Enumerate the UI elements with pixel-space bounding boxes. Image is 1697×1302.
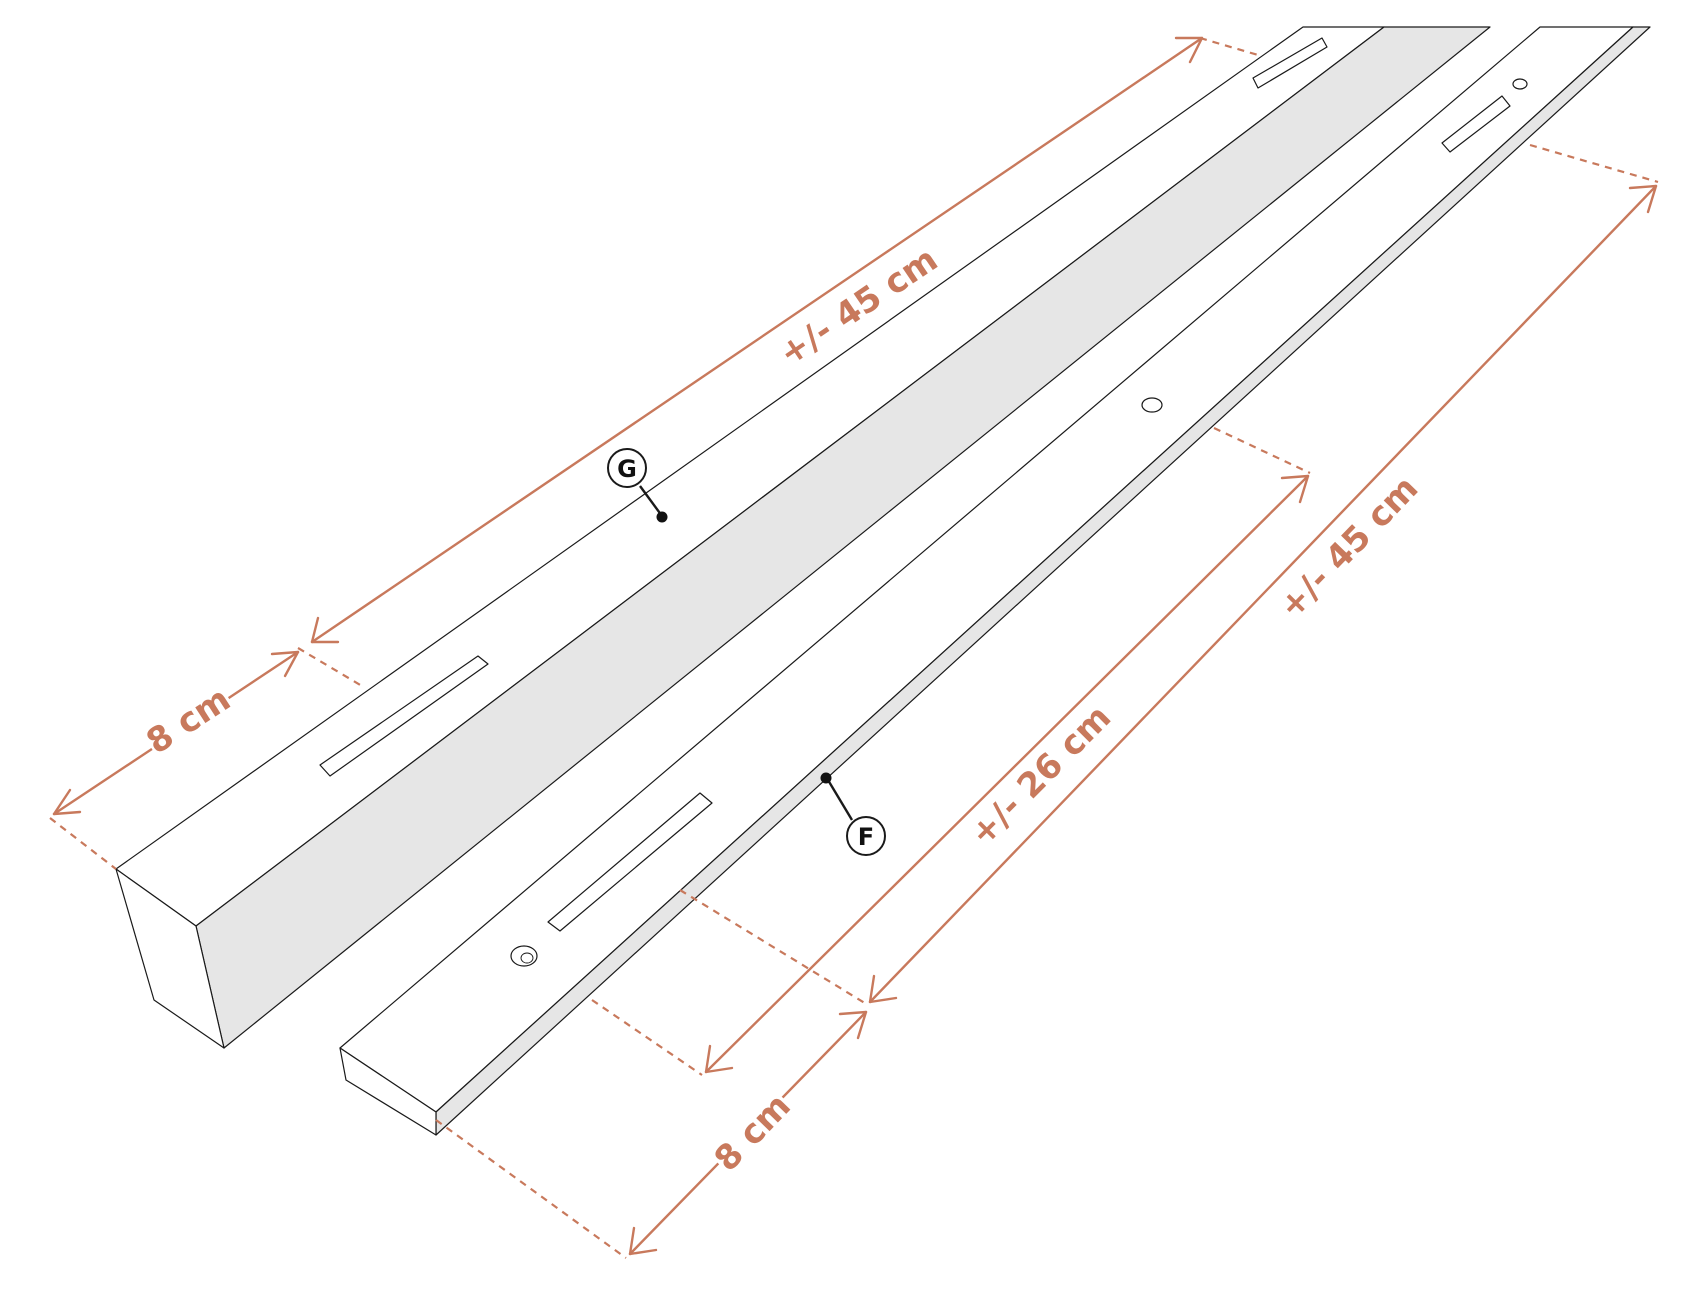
piece-f-hole-front: [510, 945, 538, 967]
dim-f-width: 8 cm: [628, 1010, 868, 1256]
piece-g-slot-front: [319, 655, 489, 777]
piece-f-hole-middle: [1141, 397, 1163, 413]
callout-f-label: F: [858, 823, 874, 851]
piece-f-hole-front-inner: [520, 952, 534, 964]
dim-f-length-label: +/- 45 cm: [1271, 468, 1426, 626]
piece-g-side-face: [195, 26, 1491, 1049]
callout-f: F: [820, 772, 886, 856]
piece-f-hole-back: [1512, 78, 1528, 90]
dim-f-slot-distance-label: +/- 26 cm: [962, 697, 1119, 854]
piece-g: [115, 26, 1491, 1049]
piece-f-slot-back: [1441, 95, 1511, 153]
callout-g-label: G: [617, 455, 637, 483]
piece-f-end-face: [339, 1047, 437, 1136]
piece-g-slot-back: [1252, 37, 1328, 89]
piece-f-slot-front: [547, 792, 713, 932]
dim-g-width-label: 8 cm: [139, 679, 237, 762]
callout-g: G: [607, 448, 668, 523]
piece-f: [339, 26, 1651, 1136]
extension-lines: [49, 36, 1659, 1259]
piece-g-end-face: [115, 868, 225, 1049]
